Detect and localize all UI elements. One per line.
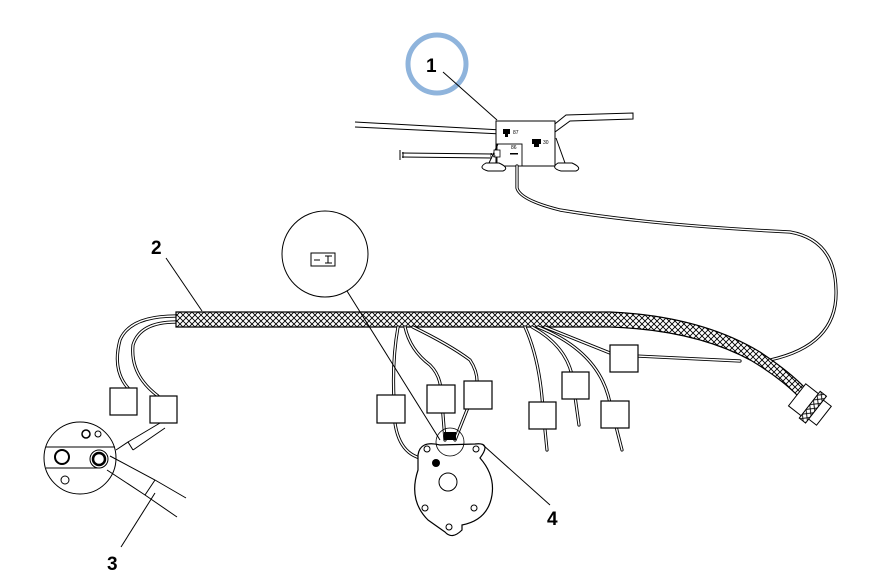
- harness-end-connector: [787, 383, 833, 426]
- callout-1-label: 1: [426, 56, 437, 77]
- braided-harness: [115, 311, 833, 426]
- terminal-87-label: 87: [513, 130, 519, 136]
- callout-1[interactable]: 1: [405, 32, 498, 121]
- connector-box: [600, 400, 630, 429]
- connector-box: [561, 371, 590, 400]
- callout-4[interactable]: 4: [547, 509, 558, 530]
- terminal-85-label: 85: [490, 153, 496, 159]
- callout-4-label: 4: [547, 509, 558, 530]
- connector-box: [528, 401, 557, 430]
- highlight-ring: [405, 32, 469, 96]
- callout-2[interactable]: 2: [151, 238, 203, 312]
- connector-box: [426, 384, 456, 414]
- callout-3[interactable]: 3: [107, 492, 156, 575]
- terminal-86-label: 86: [511, 145, 517, 151]
- callout-2-label: 2: [151, 238, 162, 259]
- connector-box: [149, 395, 178, 424]
- ground-icon: [399, 150, 404, 160]
- connector-box: [376, 394, 406, 424]
- callout-3-label: 3: [107, 554, 118, 575]
- connector-box: [463, 380, 493, 410]
- detail-inset: [281, 210, 441, 441]
- alternator: [414, 427, 551, 537]
- connector-box: [609, 344, 639, 373]
- terminal-30-label: 30: [543, 140, 549, 146]
- relay-assembly: 87 30 86 85: [354, 112, 838, 362]
- connectors: [109, 344, 639, 430]
- battery-terminal: [43, 421, 187, 518]
- connector-box: [109, 387, 138, 416]
